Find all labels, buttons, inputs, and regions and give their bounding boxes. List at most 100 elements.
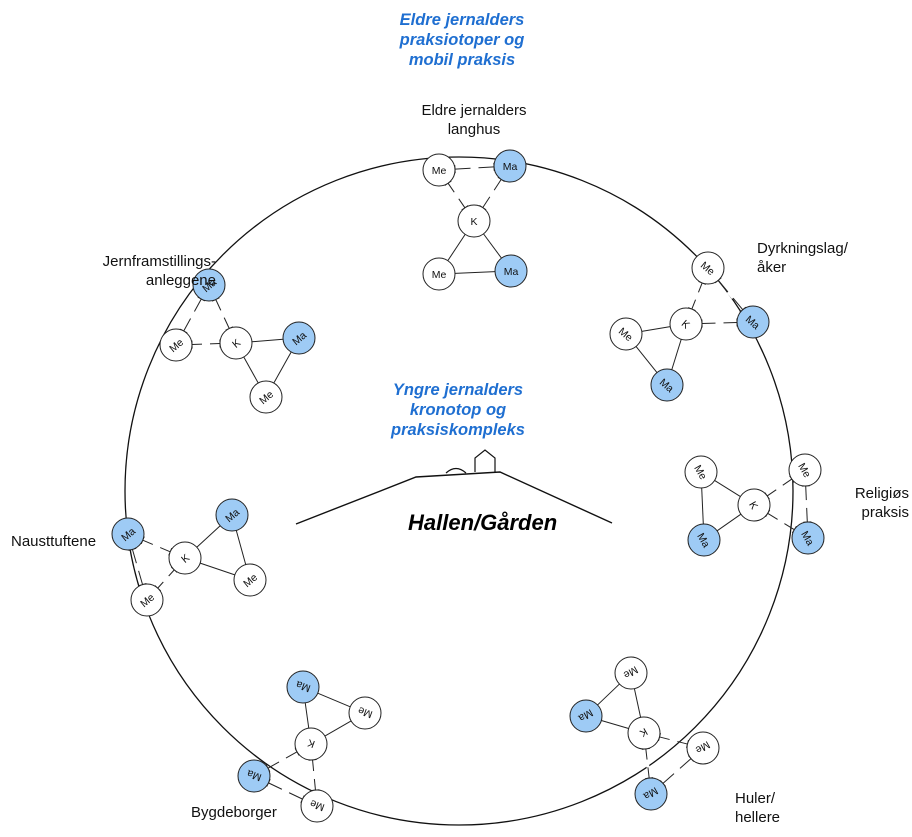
k-node: K	[220, 327, 252, 359]
connector-gap	[314, 771, 315, 779]
me-node: Me	[615, 657, 647, 689]
older-iron-age-heading: Eldre jernalders praksiotoper og mobil p…	[364, 10, 560, 70]
edge-triangle-base	[636, 346, 657, 372]
outer-circle	[125, 157, 793, 825]
ma-node: Ma	[792, 522, 824, 554]
ma-node: Ma	[287, 671, 319, 703]
ma-node: Ma	[737, 306, 769, 338]
link-k-outer-2	[192, 340, 220, 349]
ma-node: Ma	[494, 150, 526, 182]
connector-gap	[490, 190, 494, 197]
edge-k-me	[715, 480, 741, 496]
connector-gap	[163, 576, 168, 582]
younger-iron-age-heading: Yngre jernalders kronotop og praksiskomp…	[360, 380, 556, 440]
connector-gap	[647, 760, 648, 768]
k-node: K	[458, 205, 490, 237]
connector-gap	[221, 310, 224, 317]
k-node: K	[169, 542, 201, 574]
link-k-outer-1	[266, 748, 299, 771]
cluster-label-jern: Jernframstillings- anleggene	[36, 252, 216, 290]
node-label: K	[470, 216, 477, 228]
k-node: K	[738, 489, 770, 521]
edge-k-ma	[717, 514, 741, 531]
link-outer-pair	[660, 756, 693, 787]
ma-node: Ma	[688, 524, 720, 556]
link-k-outer-2	[309, 760, 320, 791]
me-node: Me	[250, 381, 282, 413]
ma-node: Ma	[216, 499, 248, 531]
node-label: Me	[432, 269, 447, 281]
hall-farm-label: Hallen/Gården	[408, 510, 557, 536]
connector-gap	[728, 292, 733, 298]
edge-k-me	[244, 357, 258, 383]
link-k-outer-1	[659, 733, 689, 748]
edge-k-ma	[197, 526, 220, 547]
me-node: Me	[423, 154, 455, 186]
cluster-label-naust: Nausttuftene	[11, 532, 111, 551]
mound-dome-icon	[446, 469, 466, 474]
edge-k-me	[200, 563, 235, 575]
node-label: Me	[432, 165, 447, 177]
edge-triangle-base	[598, 684, 620, 705]
edge-k-me	[634, 689, 640, 718]
edge-triangle-base	[274, 352, 291, 383]
node-label: Ma	[504, 266, 519, 278]
k-node: K	[670, 308, 702, 340]
edge-k-ma	[672, 339, 681, 369]
me-node: Me	[687, 732, 719, 764]
ma-node: Ma	[635, 778, 667, 810]
link-k-outer-1	[445, 181, 468, 210]
ma-node: Ma	[651, 369, 683, 401]
connector-gap	[279, 758, 286, 762]
link-k-outer-1	[688, 281, 706, 310]
link-outer-pair	[802, 486, 812, 522]
node-label: Ma	[503, 161, 518, 173]
me-node: Me	[685, 456, 717, 488]
link-k-outer-2	[702, 318, 737, 327]
ma-node: Ma	[495, 255, 527, 287]
ma-node: Ma	[238, 760, 270, 792]
edge-k-ma	[601, 721, 628, 729]
connector-gap	[136, 563, 138, 571]
me-node: Me	[423, 258, 455, 290]
house-icon	[475, 450, 495, 472]
me-node: Me	[349, 697, 381, 729]
me-node: Me	[301, 790, 333, 822]
k-node: K	[628, 717, 660, 749]
link-k-outer-2	[479, 177, 504, 210]
edge-triangle-base	[236, 530, 245, 564]
ma-node: Ma	[283, 322, 315, 354]
ma-node: Ma	[570, 700, 602, 732]
link-outer-pair	[267, 779, 305, 802]
me-node: Me	[789, 454, 821, 486]
cluster-label-langhus: Eldre jernalders langhus	[404, 101, 544, 139]
connector-gap	[696, 292, 699, 299]
edge-k-ma	[305, 703, 309, 728]
connector-gap	[191, 311, 195, 318]
link-k-outer-1	[212, 298, 233, 330]
edge-k-me	[325, 721, 351, 736]
edge-k-ma	[484, 234, 502, 258]
link-k-outer-1	[765, 476, 794, 499]
me-node: Me	[131, 584, 163, 616]
connector-gap	[776, 485, 783, 490]
connector-gap	[454, 192, 459, 199]
edge-k-ma	[252, 339, 283, 341]
me-node: Me	[692, 252, 724, 284]
link-k-outer-2	[155, 567, 177, 591]
edge-triangle-base	[455, 272, 495, 274]
me-node: Me	[610, 318, 642, 350]
cluster-label-huler: Huler/ hellere	[735, 789, 815, 827]
connector-gap	[674, 768, 680, 773]
connector-gap	[153, 544, 160, 547]
edge-k-me	[642, 327, 670, 332]
edge-triangle-base	[702, 488, 704, 524]
cluster-label-bygdeborger: Bygdeborger	[191, 803, 301, 822]
me-node: Me	[160, 329, 192, 361]
